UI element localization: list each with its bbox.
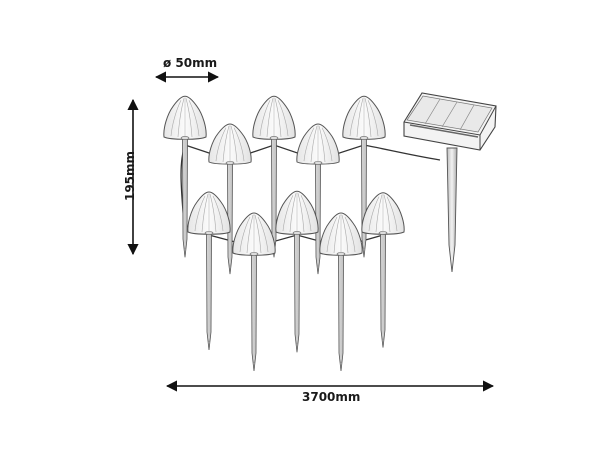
solar-panel: [403, 92, 497, 273]
height-label: 195mm: [123, 150, 137, 202]
front-row-lights: [187, 190, 405, 372]
length-label: 3700mm: [302, 390, 361, 404]
mushroom-light: [319, 212, 363, 372]
mushroom-light: [232, 212, 276, 372]
diameter-label: ø 50mm: [163, 56, 218, 70]
mushroom-light: [361, 192, 405, 349]
mushroom-light: [187, 191, 231, 351]
mushroom-light: [275, 190, 319, 353]
